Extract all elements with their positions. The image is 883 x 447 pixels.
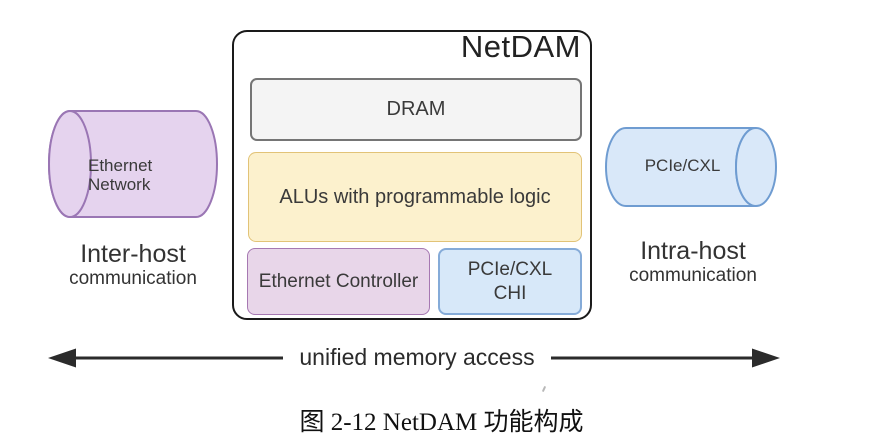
pcie-cxl-chi-label: PCIe/CXL CHI [467,258,553,304]
alus-label: ALUs with programmable logic [279,185,551,208]
intra-host-title: Intra-host [640,237,746,265]
unified-memory-access-label: unified memory access [283,345,551,370]
ethernet-controller-block: Ethernet Controller [247,248,430,315]
cylinder-cap [735,127,777,207]
netdam-title: NetDAM [460,29,581,64]
cylinder-cap [48,110,92,218]
arrow-head-right-icon [752,348,780,368]
inter-host-caption: Inter-host communication [37,240,229,290]
intra-host-subtitle: communication [629,265,757,286]
alus-block: ALUs with programmable logic [248,152,582,242]
pcie-cxl-cylinder [605,127,777,207]
netdam-box: NetDAM DRAM ALUs with programmable logic… [232,30,592,320]
pcie-cxl-chi-block: PCIe/CXL CHI [438,248,582,315]
scan-artifact-speck [541,385,547,393]
arrow-head-left-icon [48,348,76,368]
dram-label: DRAM [386,98,446,120]
ethernet-controller-label: Ethernet Controller [258,270,419,292]
inter-host-subtitle: communication [69,268,197,289]
ethernet-network-cylinder [48,110,218,218]
ethernet-network-label: Ethernet Network [88,156,153,194]
dram-block: DRAM [250,78,582,141]
pcie-cxl-label: PCIe/CXL [644,156,721,175]
figure-caption: 图 2-12 NetDAM 功能构成 [299,409,584,436]
inter-host-title: Inter-host [80,240,186,268]
intra-host-caption: Intra-host communication [598,237,788,287]
